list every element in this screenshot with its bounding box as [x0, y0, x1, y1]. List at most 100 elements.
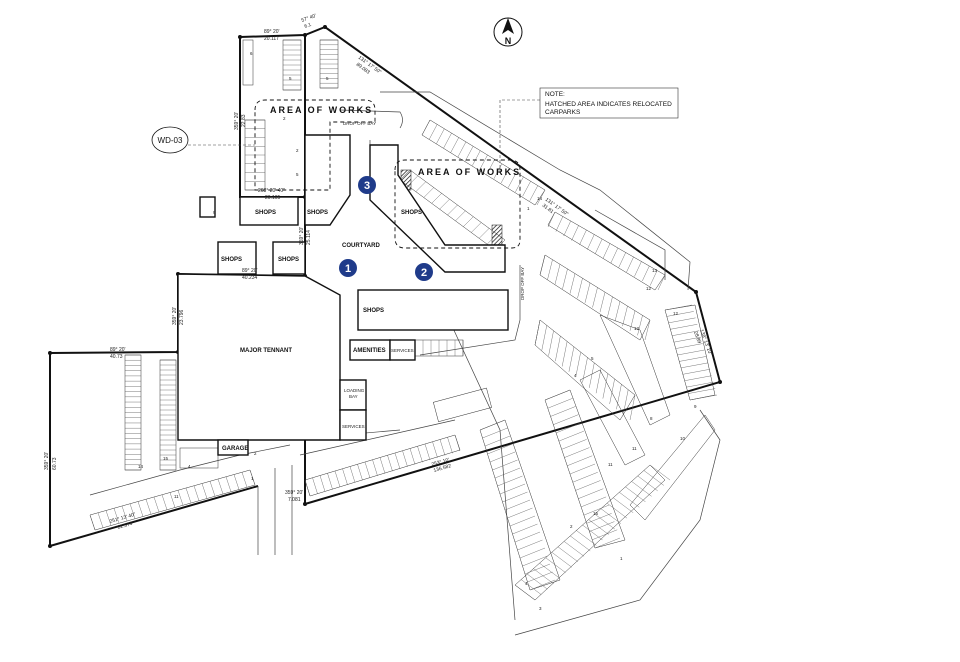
parking-stripe [436, 128, 445, 144]
parking-stripe [545, 557, 566, 573]
parking-stripe [555, 336, 561, 362]
bay-number: 14 [138, 464, 144, 469]
parking-stripe [484, 435, 511, 447]
bay-number: 14 [537, 196, 543, 201]
svg-text:40.73: 40.73 [110, 354, 123, 360]
parking-stripe [589, 362, 595, 388]
parking-stripe [688, 388, 716, 394]
parking-stripe [455, 210, 466, 221]
parking-stripe [145, 499, 152, 515]
parking-stripe [233, 474, 240, 490]
parking-stripe [334, 470, 341, 488]
parking-stripe [657, 274, 666, 291]
building-labels: AREA OF WORKS AREA OF WORKS DROP OFF BAY… [221, 105, 525, 452]
bay-number: 6 [250, 51, 253, 56]
parking-stripe [575, 480, 601, 491]
svg-text:23.796: 23.796 [179, 309, 185, 325]
bay-number: 4 [525, 581, 528, 586]
parking-stripe [668, 317, 696, 324]
parking-stripe [575, 352, 581, 378]
parking-stripe [536, 189, 546, 206]
note-line-2: CARPARKS [545, 109, 581, 116]
parking-stripe [429, 124, 438, 140]
parking-stripe [387, 455, 393, 472]
parking-stripe [561, 439, 587, 450]
parking-stripe [463, 216, 474, 227]
parking-stripe [479, 228, 490, 239]
parking-stripe [527, 571, 553, 583]
parking-stripe [312, 477, 318, 494]
marker-3[interactable]: 3 [358, 176, 376, 194]
parking-stripe [443, 133, 452, 149]
parking-stripe [161, 494, 168, 510]
parking-stripe [497, 475, 523, 487]
major-tenant-label: MAJOR TENNANT [240, 348, 292, 354]
parking-stripe [471, 222, 482, 233]
shops-label: SHOPS [255, 210, 276, 216]
parking-stripe [527, 573, 548, 590]
bay-number: 2 [570, 524, 573, 529]
parking-stripe [644, 319, 651, 341]
svg-text:20.105: 20.105 [265, 195, 281, 201]
parking-stripe [550, 406, 576, 417]
parking-stripe [539, 563, 560, 579]
parking-stripe [544, 389, 571, 401]
parking-stripe [431, 193, 442, 204]
parking-stripe [625, 486, 646, 502]
parking-stripe [432, 441, 438, 458]
parking-stripe [684, 375, 712, 381]
parking-stripe [558, 430, 584, 442]
parking-stripe [201, 483, 208, 499]
svg-text:WD-03: WD-03 [158, 136, 183, 145]
parking-stripe [562, 268, 568, 289]
parking-stripe [610, 247, 619, 264]
parking-stripe [113, 508, 120, 524]
marker-2[interactable]: 2 [415, 263, 433, 281]
parking-stripe [569, 273, 576, 294]
wd-03-reference[interactable]: WD-03 [151, 126, 189, 154]
parking-stripe [519, 547, 546, 559]
parking-stripe [522, 555, 548, 567]
services-label: SERVICES [342, 424, 365, 429]
parking-stripe [489, 451, 516, 463]
svg-text:136.582: 136.582 [433, 463, 452, 474]
parking-stripe [577, 278, 583, 299]
north-arrow-icon: N [493, 17, 523, 47]
parking-stripe [372, 459, 378, 476]
parking-stripe [450, 137, 459, 153]
drop-off-bay-label: DROP OFF BAY [343, 121, 376, 126]
parking-stripe [572, 472, 598, 483]
parking-stripe [105, 510, 112, 526]
bay-number: 5 [591, 356, 594, 361]
parking-stripe [209, 481, 216, 497]
parking-stripe [517, 539, 543, 551]
parking-stripe [509, 515, 536, 527]
parking-stripe [607, 296, 613, 317]
services-label: SERVICES [391, 348, 414, 353]
bay-number: 2 [254, 451, 257, 456]
parking-stripe [153, 496, 160, 513]
bay-number: 1 [527, 206, 530, 211]
marker-1[interactable]: 1 [339, 259, 357, 277]
parking-stripe [241, 472, 248, 488]
svg-text:89° 20': 89° 20' [242, 268, 258, 274]
parking-stripe [594, 537, 621, 549]
parking-stripe [417, 446, 423, 463]
parking-stripe [623, 389, 629, 415]
parking-stripe [379, 457, 386, 474]
parking-stripe [89, 514, 96, 531]
parking-stripe [415, 181, 426, 192]
svg-text:3: 3 [364, 180, 370, 192]
area-of-works-label: AREA OF WORKS [270, 105, 373, 115]
parking-stripe [327, 473, 333, 490]
parking-stripe [675, 343, 703, 349]
bay-number: 15 [593, 511, 599, 516]
svg-text:25.114: 25.114 [306, 230, 312, 245]
parking-stripe [217, 478, 224, 495]
bay-number: 1 [620, 556, 623, 561]
parking-stripe [472, 150, 481, 166]
parking-stripe [394, 452, 401, 470]
parking-stripe [563, 541, 585, 557]
parking-stripe [689, 394, 718, 401]
parking-stripe [643, 470, 664, 486]
